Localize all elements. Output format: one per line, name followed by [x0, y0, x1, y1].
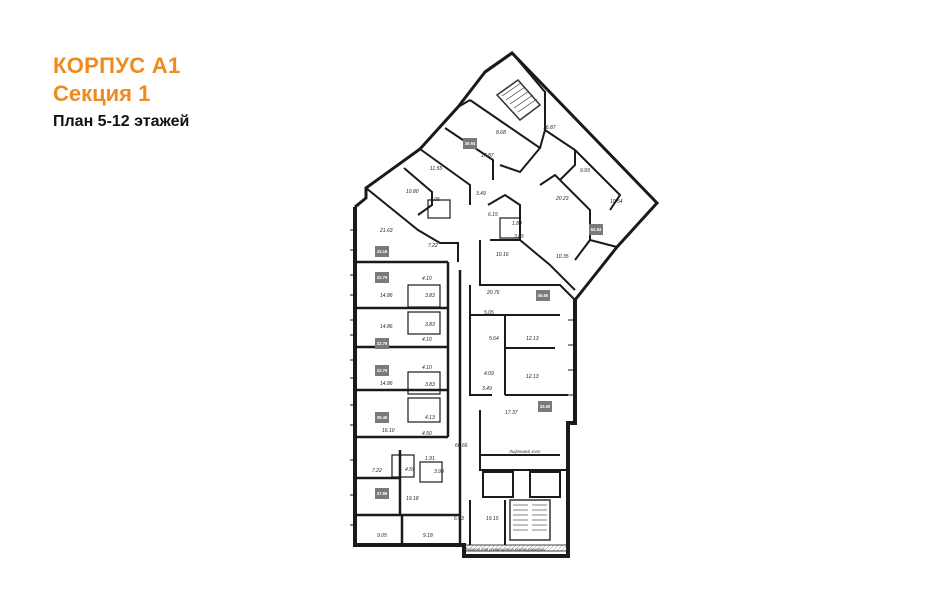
apartment-area-badge: 22.79	[375, 365, 389, 376]
room-area-label: 10.35	[556, 254, 569, 260]
apartment-area-badge: 33.50	[538, 401, 552, 412]
room-area-label: 4.59	[405, 467, 415, 473]
apartment-area-badge: 22.79	[375, 272, 389, 283]
room-area-label: 20.23	[555, 196, 569, 202]
ac-balcony-strip	[463, 544, 569, 552]
room-area-label: 7.22	[372, 468, 382, 474]
left-apartment-walls	[355, 260, 462, 545]
room-area-label: 12.13	[526, 374, 539, 380]
room-area-label: 7.22	[428, 243, 438, 249]
badge-value: 33.50	[540, 404, 551, 409]
room-area-label: 4.10	[422, 365, 432, 371]
room-area-label: 3.49	[476, 191, 486, 197]
room-area-label: 8.68	[496, 130, 506, 136]
section-title: Секция 1	[53, 81, 151, 106]
elevator-hall-label: Лифтовой холл	[508, 449, 541, 454]
room-area-label: 6.03	[454, 516, 464, 522]
ac-balcony-label: Балкон для размещения кондиционеров	[466, 547, 545, 552]
apartment-area-badge: 43.16	[375, 246, 389, 257]
room-area-label: 10.54	[610, 199, 623, 205]
room-area-label: 1.91	[425, 456, 435, 462]
room-area-label: 4.50	[422, 431, 432, 437]
room-area-label: 16.10	[382, 428, 395, 434]
staircase-lower	[509, 499, 551, 541]
apartment-area-badge: 45.60	[536, 290, 550, 301]
room-area-label: 19.15	[486, 516, 499, 522]
apartment-area-badge: 62.94	[589, 224, 603, 235]
badge-value: 22.79	[377, 341, 388, 346]
room-area-label: 9.05	[377, 533, 387, 539]
room-area-label: 9.18	[423, 533, 433, 539]
room-area-label: 4.05	[430, 197, 440, 203]
outer-walls	[353, 51, 660, 558]
room-area-label: 6.15	[488, 212, 498, 218]
badge-value: 47.89	[377, 491, 388, 496]
room-area-label: 17.87	[481, 153, 494, 159]
apartment-area-badge: 36.94	[463, 138, 477, 149]
room-area-label: 21.63	[379, 228, 393, 234]
badge-value: 36.94	[465, 141, 476, 146]
bathroom-blocks	[391, 199, 521, 483]
left-wing-walls	[365, 52, 546, 262]
facade-windows	[350, 229, 574, 526]
badge-value: 35.46	[377, 415, 388, 420]
room-area-label: 20.76	[486, 290, 500, 296]
room-area-label: 3.49	[482, 386, 492, 392]
room-area-label: 3.83	[425, 293, 435, 299]
room-area-labels: 8.68 16.87 17.87 11.55 10.80 3.49 4.05 9.93 20.2…	[372, 125, 623, 539]
room-area-label: 1.89	[512, 221, 522, 227]
badge-value: 22.79	[377, 275, 388, 280]
room-area-label: 16.87	[543, 125, 556, 131]
room-area-label: 10.80	[406, 189, 419, 195]
badge-value: 22.79	[377, 368, 388, 373]
apartment-area-badge: 22.79	[375, 338, 389, 349]
room-area-label: 17.37	[505, 410, 518, 416]
room-area-label: 3.98	[434, 469, 444, 475]
floors-title: План 5-12 этажей	[53, 113, 190, 130]
room-area-label: 5.05	[484, 310, 494, 316]
apartment-area-badge: 35.46	[375, 412, 389, 423]
room-area-label: 12.13	[526, 336, 539, 342]
right-wing-walls	[479, 129, 622, 301]
room-area-label: 14.86	[380, 381, 393, 387]
apartment-area-badge: 47.89	[375, 488, 389, 499]
badge-value: 43.16	[377, 249, 388, 254]
room-area-label: 3.85	[514, 234, 524, 240]
room-area-label: 4.10	[422, 276, 432, 282]
room-area-label: 14.86	[380, 324, 393, 330]
plan-title-block: КОРПУС А1 Секция 1 План 5-12 этажей	[53, 52, 189, 134]
building-title: КОРПУС А1	[53, 53, 181, 78]
room-area-label: 3.83	[425, 382, 435, 388]
staircase-upper	[495, 78, 542, 122]
room-area-label: 66.66	[455, 443, 468, 449]
room-area-label: 9.93	[580, 168, 590, 174]
badge-value: 62.94	[591, 227, 602, 232]
room-area-label: 4.10	[422, 337, 432, 343]
room-area-label: 19.18	[406, 496, 419, 502]
room-area-label: 3.83	[425, 322, 435, 328]
room-area-label: 4.09	[484, 371, 494, 377]
badge-value: 45.60	[538, 293, 549, 298]
room-area-label: 10.16	[496, 252, 509, 258]
room-area-label: 11.55	[430, 166, 442, 172]
room-area-label: 14.86	[380, 293, 393, 299]
room-area-label: 5.64	[489, 336, 499, 342]
room-area-label: 4.13	[425, 415, 435, 421]
central-core-walls	[469, 285, 568, 545]
apartment-badges: 36.94 62.94 43.16 22.79 22.79 22.79 45.60 35.46…	[375, 138, 603, 499]
